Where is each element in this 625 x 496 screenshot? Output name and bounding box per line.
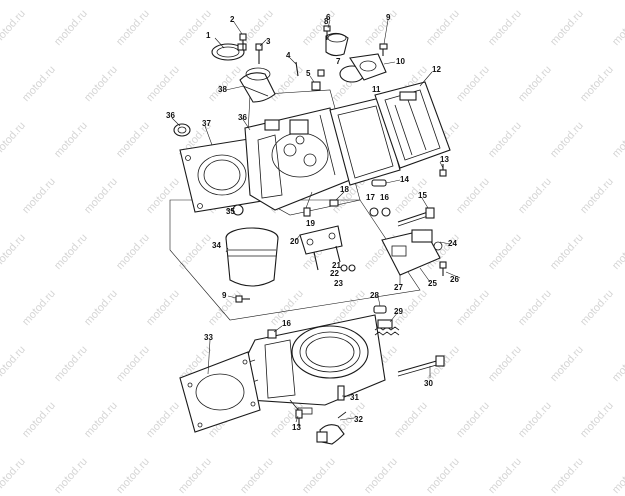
callout-26: 26 [450, 275, 459, 284]
callout-9: 9 [386, 13, 391, 22]
callout-17: 17 [366, 193, 375, 202]
bolt-15 [397, 207, 435, 227]
callout-8: 8 [324, 17, 329, 26]
callout-36-right: 36 [238, 113, 247, 122]
callout-33: 33 [204, 333, 213, 342]
bolt-13-upper [439, 164, 447, 177]
washer-17 [369, 207, 379, 217]
dowel-pin [337, 385, 345, 401]
stud [295, 61, 299, 77]
cylinder-block [239, 314, 386, 415]
callout-34: 34 [212, 241, 221, 250]
washer-16 [381, 207, 391, 217]
callout-19: 19 [306, 219, 315, 228]
callout-3: 3 [266, 37, 271, 46]
chain-tensioner [381, 229, 443, 276]
small-screw [317, 69, 325, 77]
callout-16: 16 [380, 193, 389, 202]
callout-2: 2 [230, 15, 235, 24]
plug-screw [311, 81, 321, 91]
callout-5: 5 [306, 69, 311, 78]
callout-36-left: 36 [166, 111, 175, 120]
screw-3 [255, 43, 263, 64]
nut-23b [348, 264, 356, 272]
callout-9-lower: 9 [222, 291, 227, 300]
valve-cover-gasket [329, 97, 401, 186]
callout-11: 11 [372, 85, 381, 94]
callout-14: 14 [400, 175, 409, 184]
cylinder-base-gasket [179, 351, 261, 433]
water-fitting [316, 411, 347, 445]
screw-19 [303, 207, 311, 217]
callout-23: 23 [334, 279, 343, 288]
screw-18 [329, 199, 339, 207]
plug [373, 305, 387, 314]
callout-4: 4 [286, 51, 291, 60]
callout-6: 6 [326, 13, 331, 22]
callout-12: 12 [432, 65, 441, 74]
callout-21: 21 [332, 261, 341, 270]
cylinder-head [244, 107, 351, 211]
dowel-14 [371, 179, 387, 187]
thermostat-housing [325, 32, 349, 57]
piston [225, 227, 279, 287]
callout-22: 22 [330, 269, 339, 278]
callout-37: 37 [202, 119, 211, 128]
callout-16-lower: 16 [282, 319, 291, 328]
callout-1: 1 [206, 31, 211, 40]
oil-seal [173, 123, 191, 137]
rocker-bracket [299, 225, 343, 255]
callout-10: 10 [396, 57, 405, 66]
callout-35: 35 [226, 207, 235, 216]
callout-38: 38 [218, 85, 227, 94]
nut-23a [340, 264, 348, 272]
callout-13-lower: 13 [292, 423, 301, 432]
callout-29: 29 [394, 307, 403, 316]
callout-13-upper: 13 [440, 155, 449, 164]
callout-labels: 1 2 3 4 5 6 7 8 9 10 11 12 13 14 15 16 1… [166, 13, 459, 432]
tensioner-bolt-26 [439, 261, 447, 276]
callout-7: 7 [336, 57, 341, 66]
callout-27: 27 [394, 283, 403, 292]
stud-21 [335, 245, 341, 263]
cylinder-head-gasket [179, 137, 269, 213]
callout-31: 31 [350, 393, 359, 402]
bolt-8 [323, 25, 331, 40]
engine-exploded-diagram: 1 2 3 4 5 6 7 8 9 10 11 12 13 14 15 16 1… [166, 13, 461, 445]
screw-2 [239, 33, 247, 50]
callout-25: 25 [428, 279, 437, 288]
callout-28: 28 [370, 291, 379, 300]
valve-cover [374, 81, 451, 169]
stud-22 [313, 251, 319, 271]
bolt-9 [379, 43, 388, 56]
tensioner-spring [374, 319, 400, 336]
callout-18: 18 [340, 185, 349, 194]
callout-24: 24 [448, 239, 457, 248]
callout-15: 15 [418, 191, 427, 200]
bolt-16-lower [267, 329, 277, 339]
bolt-13-lower [295, 409, 303, 426]
intake-pipe [239, 67, 276, 103]
callout-20: 20 [290, 237, 299, 246]
intake-manifold [349, 53, 387, 81]
long-bolt [397, 355, 445, 377]
leader-lines [171, 19, 461, 423]
group-box-upper [169, 199, 421, 321]
callout-30: 30 [424, 379, 433, 388]
bolt-9-lower [235, 295, 250, 303]
callout-32: 32 [354, 415, 363, 424]
hose-clamp [211, 43, 247, 61]
